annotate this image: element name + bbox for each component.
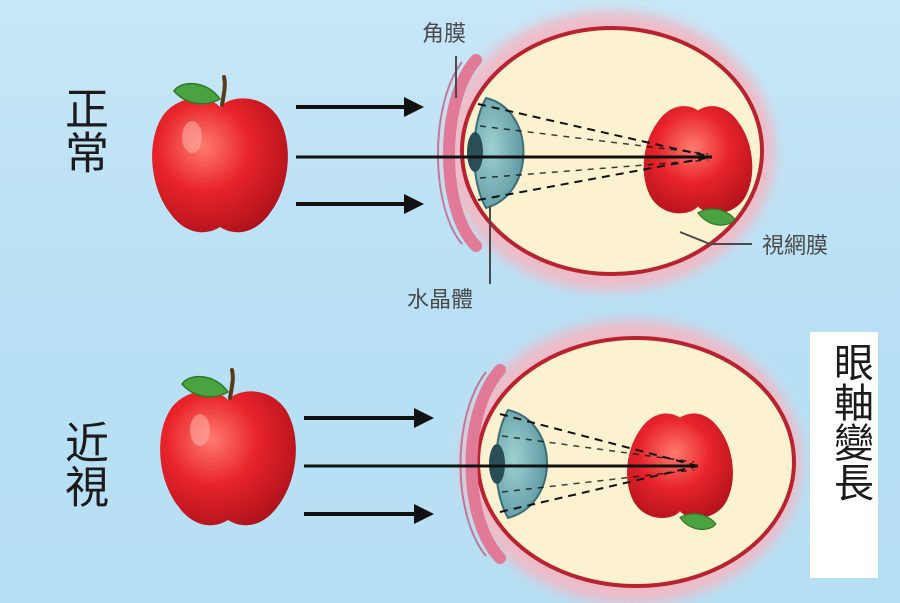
- lens-label: 水晶體: [407, 288, 474, 313]
- axial-elongation-label: 眼軸變長: [827, 342, 873, 502]
- apple-icon: [152, 75, 288, 233]
- axial-elongation-box: 眼軸變長: [810, 332, 878, 578]
- retina-label: 視網膜: [762, 234, 829, 259]
- pupil: [489, 444, 505, 484]
- leaf-icon: [173, 83, 222, 105]
- retina-image-icon: [627, 413, 733, 530]
- retina-leader: [679, 231, 752, 245]
- normal-eye-group: [152, 11, 775, 291]
- cornea-label: 角膜: [422, 22, 467, 47]
- myopia-label: 近視: [57, 420, 108, 508]
- pupil: [467, 132, 483, 172]
- apple-icon: [160, 368, 296, 526]
- myopia-eye-group: [160, 320, 802, 603]
- normal-label: 正常: [57, 86, 108, 174]
- cornea: [443, 54, 482, 252]
- leaf-icon: [181, 376, 230, 398]
- retina-image-icon: [643, 106, 753, 226]
